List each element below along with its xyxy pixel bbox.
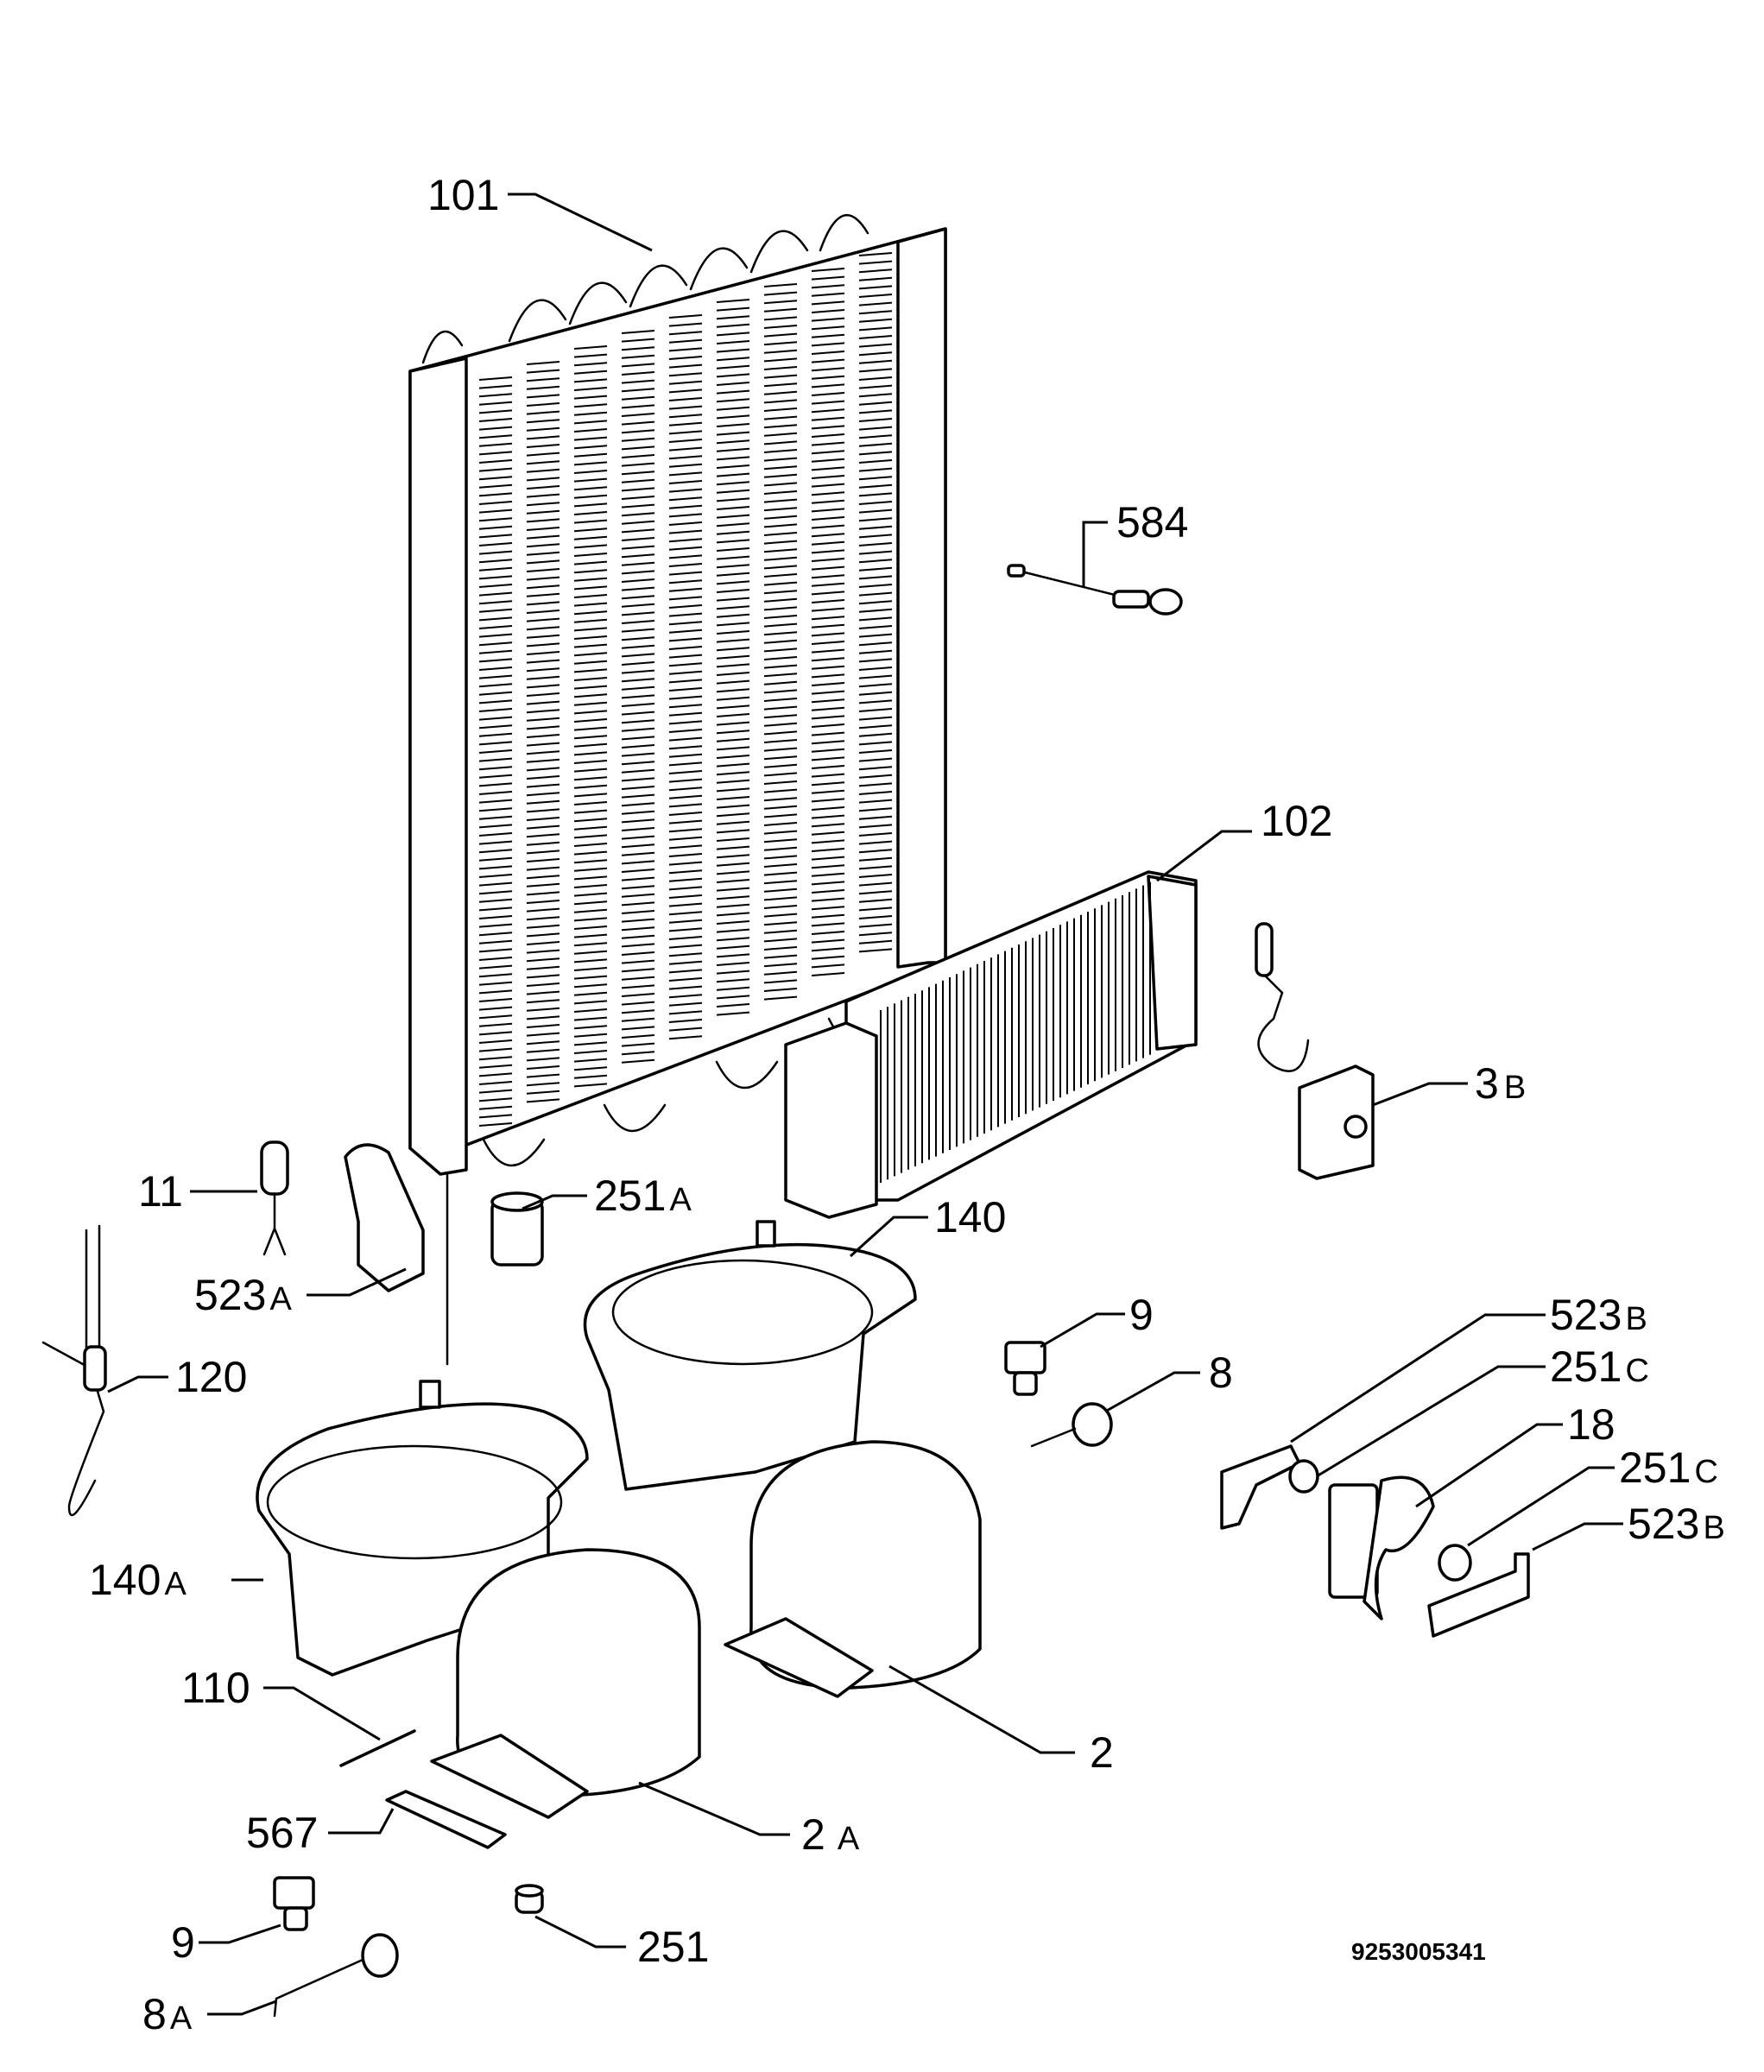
wire-part-120 [41, 1224, 107, 1517]
label-101: 101 [427, 171, 499, 219]
condenser-part-101 [408, 214, 947, 1366]
evaporator-fin-hatching [880, 881, 1151, 1183]
sensor-part-584 [1007, 564, 1183, 616]
label-110: 110 [181, 1664, 250, 1712]
relay-part-9-top [1004, 1341, 1046, 1396]
part-11 [260, 1140, 289, 1256]
label-102: 102 [1261, 797, 1332, 845]
label-567: 567 [246, 1809, 318, 1857]
fan-assembly-parts [1220, 1444, 1530, 1638]
bracket-part-523a [344, 1143, 425, 1292]
label-8-top: 8 [1209, 1349, 1233, 1397]
label-120: 120 [175, 1353, 247, 1401]
tube-part-110 [339, 1729, 416, 1767]
overload-part-8a-bottom [273, 1933, 399, 2018]
label-140: 140 [934, 1193, 1006, 1241]
relay-part-9-bottom [273, 1876, 315, 1931]
tray-part-140 [583, 1220, 917, 1491]
label-18: 18 [1567, 1400, 1615, 1449]
leader-lines [107, 193, 1623, 2016]
overload-part-8-top [1030, 1402, 1113, 1448]
thermostat-part-3b [1255, 922, 1375, 1180]
label-584: 584 [1116, 498, 1188, 546]
label-9-bottom: 9 [171, 1918, 195, 1967]
label-251: 251 [637, 1923, 709, 1971]
compressor-part-2 [724, 1440, 982, 1698]
label-11: 11 [138, 1167, 183, 1216]
evaporator-part-102 [784, 870, 1198, 1219]
grommet-part-251 [515, 1884, 544, 1914]
label-9-top: 9 [1129, 1291, 1154, 1339]
label-2: 2 [1090, 1728, 1114, 1777]
condenser-fin-hatching [478, 252, 893, 1127]
document-number: 9253005341 [1351, 1938, 1486, 1965]
compressor-part-2a [430, 1548, 701, 1819]
plate-part-567 [385, 1790, 507, 1849]
